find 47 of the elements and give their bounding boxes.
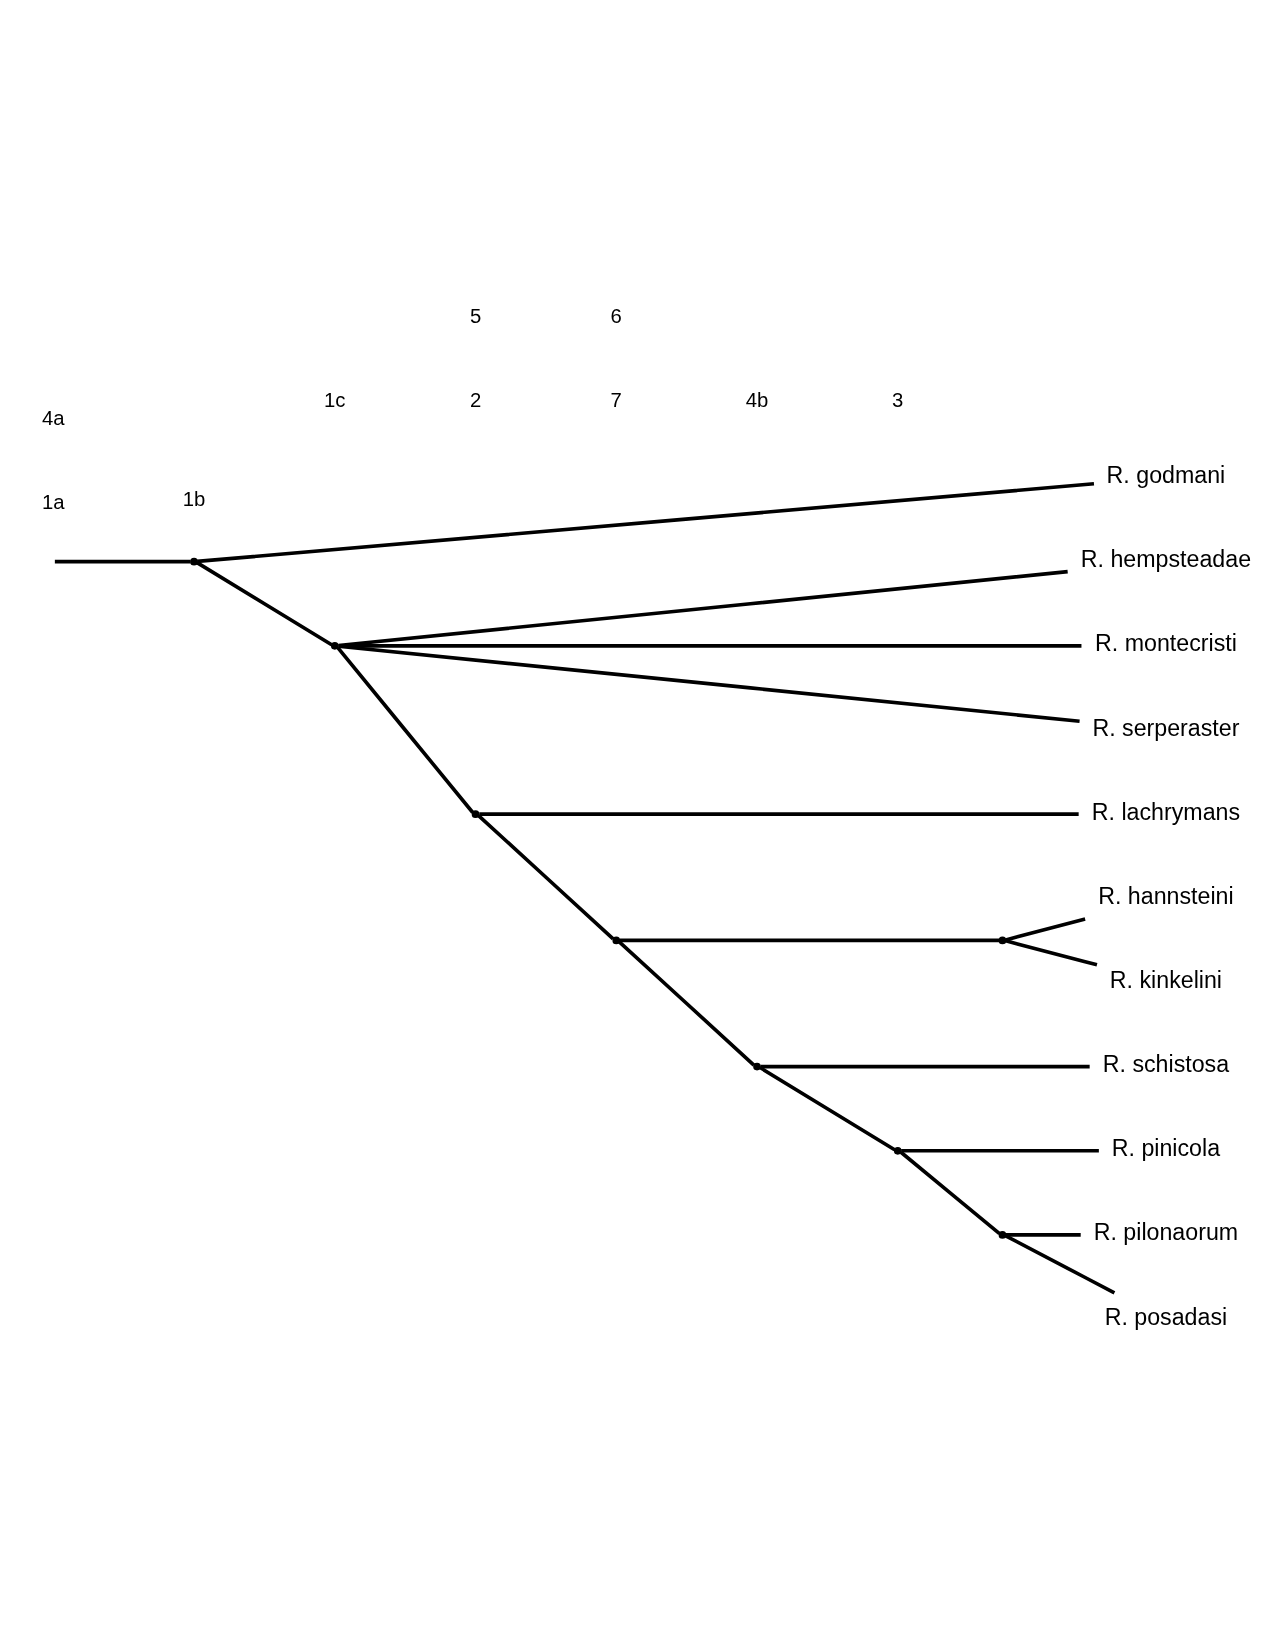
connector bbox=[760, 1064, 1090, 1069]
connector bbox=[197, 481, 1095, 564]
label: 5 bbox=[469, 305, 482, 328]
connector bbox=[196, 561, 333, 647]
node-text: R. schistosa bbox=[1102, 1051, 1230, 1078]
node-text: R. serperaster bbox=[1092, 714, 1240, 741]
node-point bbox=[190, 557, 198, 566]
node-text: R. kinkelini bbox=[1109, 966, 1223, 993]
label: 6 bbox=[610, 305, 622, 328]
connector bbox=[54, 559, 191, 564]
connector bbox=[1005, 939, 1098, 967]
node-text: R. hannsteini bbox=[1098, 882, 1234, 909]
connector bbox=[336, 646, 475, 814]
connector bbox=[338, 644, 1082, 648]
node-point bbox=[998, 936, 1007, 945]
node-point bbox=[753, 1062, 761, 1071]
node-point bbox=[471, 810, 480, 818]
label: 4b bbox=[745, 389, 769, 412]
label: 2 bbox=[469, 389, 482, 412]
node-text: R. godmani bbox=[1106, 462, 1226, 489]
connector bbox=[477, 814, 615, 941]
node-text: R. posadasi bbox=[1104, 1303, 1228, 1330]
connector bbox=[479, 812, 1079, 816]
node-point bbox=[330, 641, 339, 650]
label: 1c bbox=[324, 389, 346, 412]
node-point bbox=[998, 1231, 1007, 1239]
label: 1a bbox=[42, 491, 65, 514]
label: 4a bbox=[42, 406, 65, 429]
connector bbox=[1005, 1233, 1081, 1237]
node-text: R. hempsteadae bbox=[1080, 546, 1252, 573]
label: 3 bbox=[892, 389, 904, 412]
connector bbox=[338, 644, 1080, 724]
node-point bbox=[893, 1146, 902, 1155]
connector bbox=[901, 1148, 1099, 1153]
connector bbox=[618, 940, 756, 1067]
connector bbox=[759, 1066, 896, 1152]
label: 7 bbox=[610, 389, 622, 412]
node-text: R. pinicola bbox=[1111, 1135, 1221, 1162]
node-text: R. montecristi bbox=[1095, 630, 1237, 657]
connector bbox=[1004, 1234, 1116, 1295]
label: 1b bbox=[182, 488, 206, 511]
connector bbox=[899, 1150, 1001, 1236]
node-point bbox=[612, 936, 621, 945]
connector bbox=[619, 938, 1000, 943]
node-text: R. lachrymans bbox=[1091, 798, 1241, 825]
node-text: R. pilonaorum bbox=[1093, 1219, 1239, 1246]
connector bbox=[1005, 917, 1086, 942]
